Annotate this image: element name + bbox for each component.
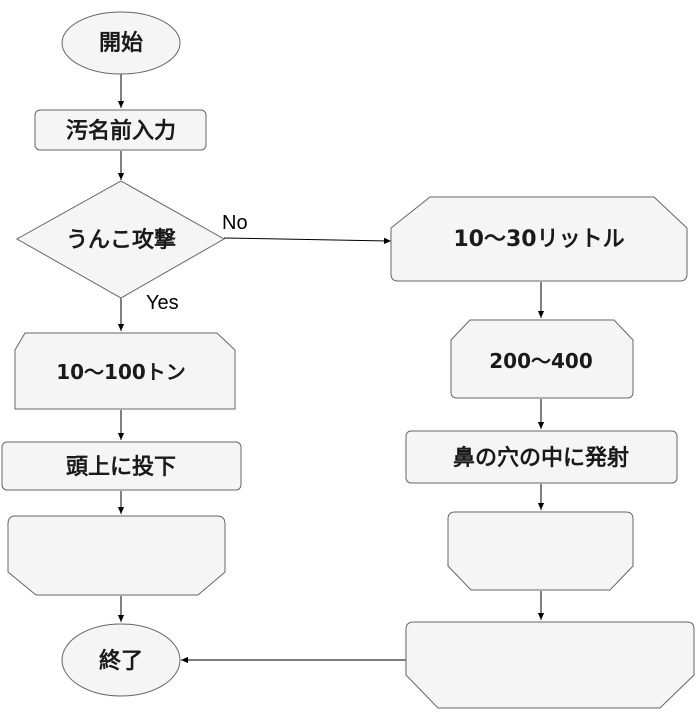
node-input-name[interactable]: 汚名前入力	[34, 109, 207, 151]
edge-label-yes: Yes	[146, 292, 179, 314]
node-end-label: 終了	[99, 648, 143, 674]
node-drop-on-head-label: 頭上に投下	[66, 455, 176, 480]
node-left-amount[interactable]: 10～100トン	[14, 332, 236, 410]
node-right-range[interactable]: 200～400	[450, 319, 634, 399]
node-right-blank-1[interactable]	[447, 511, 634, 591]
node-end[interactable]: 終了	[61, 623, 181, 697]
node-right-amount[interactable]: 10～30リットル	[390, 196, 688, 282]
edges	[117, 74, 545, 664]
node-drop-on-head[interactable]: 頭上に投下	[1, 441, 242, 491]
node-right-blank-2[interactable]	[405, 621, 695, 709]
node-input-name-label: 汚名前入力	[66, 118, 176, 144]
node-fire-nose-label: 鼻の穴の中に発射	[453, 445, 629, 471]
edge-label-no: No	[222, 212, 248, 234]
node-fire-nose[interactable]: 鼻の穴の中に発射	[405, 430, 678, 484]
node-start[interactable]: 開始	[61, 11, 181, 75]
node-start-label: 開始	[99, 30, 143, 56]
edge-decision-no	[223, 237, 392, 245]
node-right-amount-label: 10～30リットル	[453, 227, 624, 252]
node-decision[interactable]: うんこ攻撃	[15, 180, 226, 299]
node-decision-label: うんこ攻撃	[66, 227, 176, 253]
node-left-blank[interactable]	[7, 515, 226, 596]
node-right-range-label: 200～400	[489, 349, 593, 373]
node-left-amount-label: 10～100トン	[56, 360, 186, 384]
